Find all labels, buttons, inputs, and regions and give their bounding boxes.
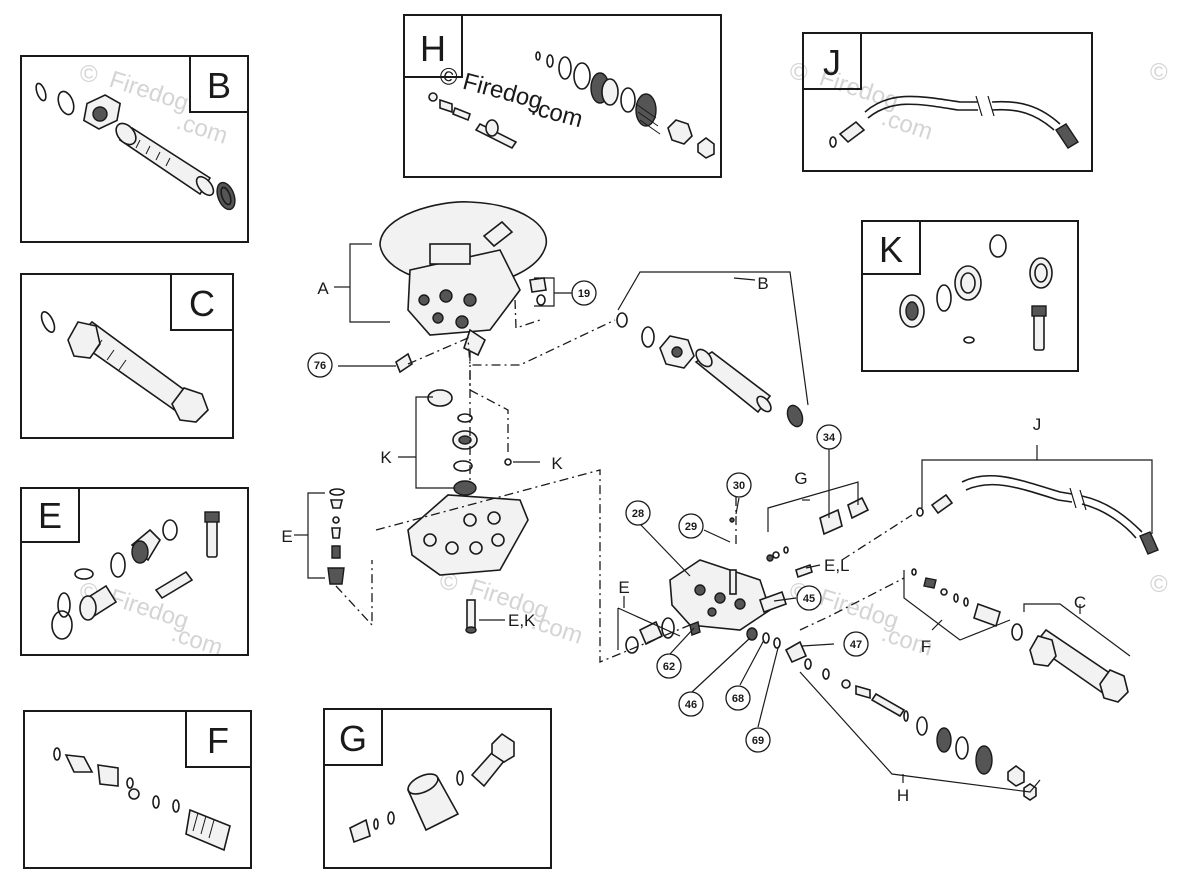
callout-69-label: 69 <box>752 735 764 747</box>
kit-k-letter: K <box>879 229 903 270</box>
watermark: © Firedog .com <box>436 62 585 134</box>
callout-19: 19 <box>571 280 597 306</box>
callout-34-label: 34 <box>823 432 836 444</box>
kit-box-g: G <box>323 708 552 869</box>
callout-68: 68 <box>725 685 751 711</box>
group-label-k-right: K <box>551 454 563 473</box>
callout-19-label: 19 <box>578 288 590 300</box>
callout-62-label: 62 <box>663 661 675 673</box>
callout-46-label: 46 <box>685 699 697 711</box>
kit-box-h: H <box>403 14 722 178</box>
callout-76: 76 <box>307 352 333 378</box>
faint-copyright: © <box>1150 571 1168 598</box>
callout-68-label: 68 <box>732 693 744 705</box>
faint-copyright: © <box>80 61 98 88</box>
kit-e-letter: E <box>38 495 62 536</box>
group-label-a: A <box>317 279 329 298</box>
group-label-f: F <box>921 637 931 656</box>
group-label-g: G <box>794 469 807 488</box>
callout-76-label: 76 <box>314 360 326 372</box>
group-label-e-l: E,L <box>824 556 850 575</box>
unloader-f-parts <box>911 568 1001 628</box>
dashed-centerlines <box>335 299 913 663</box>
kit-g-letter: G <box>339 718 367 759</box>
faint-watermark-com: .com <box>528 608 586 650</box>
kit-b-letter: B <box>207 65 231 106</box>
kit-box-j: J <box>802 32 1093 172</box>
callout-34: 34 <box>816 424 842 450</box>
group-label-c: C <box>1074 593 1086 612</box>
kit-box-b: B <box>20 55 249 243</box>
callout-69: 69 <box>745 727 771 753</box>
kit-f-letter: F <box>207 720 229 761</box>
faint-copyright: © <box>790 59 808 86</box>
kit-box-c: C <box>20 273 234 439</box>
kit-box-e: E <box>20 487 249 656</box>
unloader-c-parts <box>1011 623 1129 703</box>
manifold-block <box>407 494 529 634</box>
group-label-h: H <box>897 786 909 805</box>
group-label-b: B <box>757 274 768 293</box>
kit-box-k: K <box>861 220 1079 372</box>
callout-29: 29 <box>678 513 704 539</box>
group-label-e-right: E <box>618 578 629 597</box>
callout-28: 28 <box>625 500 651 526</box>
faint-copyright: © <box>1150 59 1168 86</box>
watermark-line2: .com <box>528 94 585 134</box>
pump-head <box>669 496 870 631</box>
faint-copyright: © <box>440 569 458 596</box>
callout-45-label: 45 <box>803 593 815 605</box>
hose-j <box>916 474 1159 555</box>
callout-45: 45 <box>796 585 822 611</box>
group-label-e-left: E <box>281 527 292 546</box>
faint-watermarks: © Firedog .com © Firedog .com © © Firedo… <box>80 59 1168 662</box>
crankcase-assembly <box>379 201 548 374</box>
callout-46: 46 <box>678 691 704 717</box>
callout-30: 30 <box>726 472 752 498</box>
callout-30-label: 30 <box>733 480 745 492</box>
unloader-h-parts <box>784 640 1037 801</box>
callout-29-label: 29 <box>685 521 697 533</box>
watermark-line1: © Firedog <box>436 62 545 115</box>
check-valve-stack-e-right <box>625 617 781 654</box>
kit-h-letter: H <box>420 28 446 69</box>
kit-c-letter: C <box>189 283 215 324</box>
callout-47: 47 <box>843 631 869 657</box>
group-label-j: J <box>1033 415 1042 434</box>
callout-47-label: 47 <box>850 639 862 651</box>
kit-box-f: F <box>23 710 252 869</box>
seal-stack-k <box>427 389 512 496</box>
callout-28-label: 28 <box>632 508 644 520</box>
faint-watermark-com: .com <box>173 108 231 150</box>
kit-j-letter: J <box>823 42 841 83</box>
callout-62: 62 <box>656 653 682 679</box>
unloader-b-parts <box>616 312 804 428</box>
leader-lines <box>294 243 1153 793</box>
group-label-e-k: E,K <box>508 611 536 630</box>
check-valve-stack-e <box>327 488 345 585</box>
faint-watermark-com: .com <box>878 104 936 146</box>
group-label-k-left: K <box>380 448 392 467</box>
